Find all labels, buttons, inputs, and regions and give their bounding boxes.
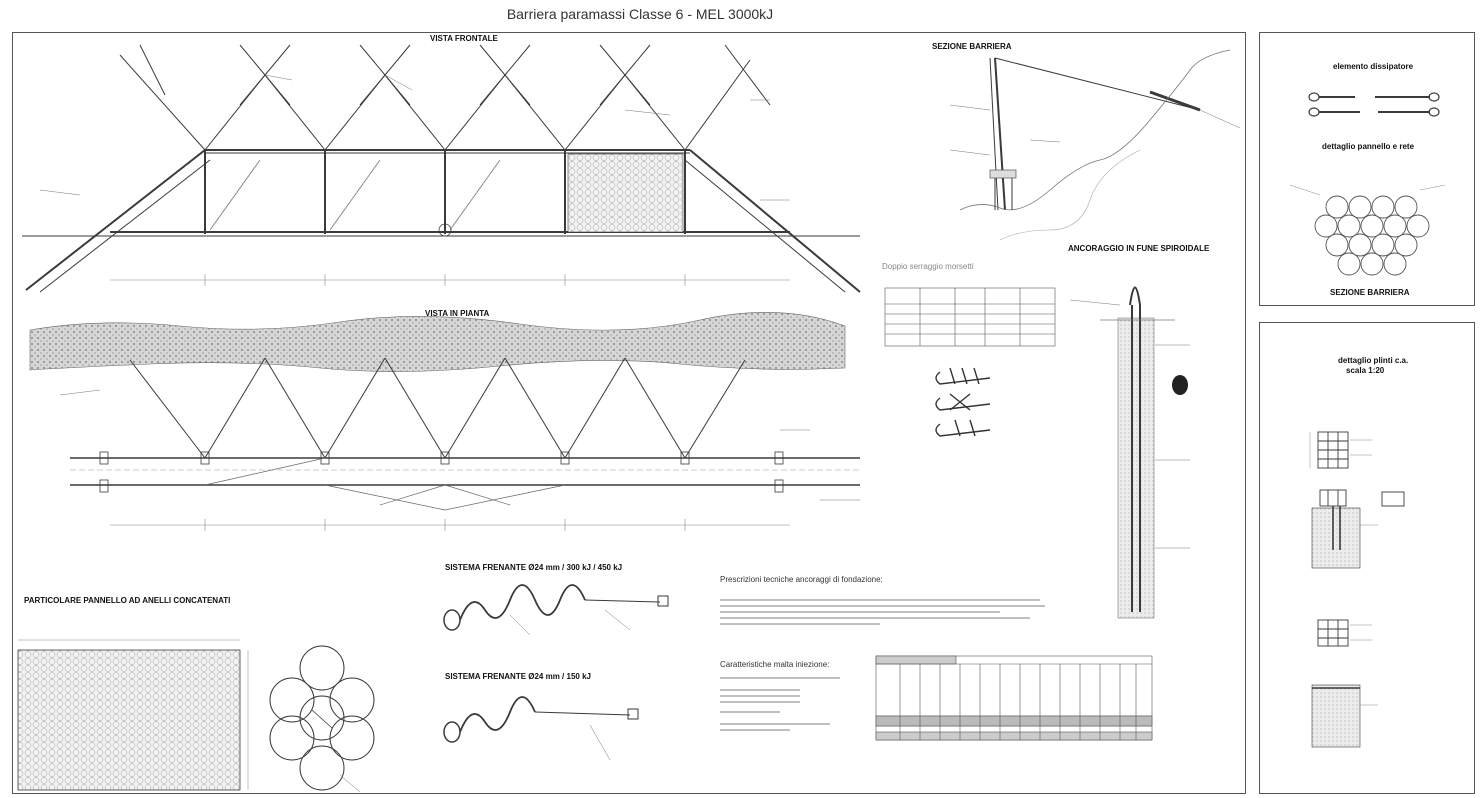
brake-system-150 bbox=[443, 696, 639, 761]
section-view bbox=[949, 49, 1241, 241]
brake-system-300 bbox=[443, 584, 669, 636]
side-panel-bottom-frame bbox=[1259, 322, 1475, 794]
side-section-title: SEZIONE BARRIERA bbox=[1330, 288, 1410, 297]
clamp-table bbox=[884, 287, 1056, 347]
clamps-title: Doppio serraggio morsetti bbox=[882, 262, 974, 271]
front-view-title: VISTA FRONTALE bbox=[430, 34, 498, 43]
plan-view bbox=[29, 312, 860, 531]
mix-table bbox=[875, 655, 1153, 741]
panel-detail-title: PARTICOLARE PANNELLO AD ANELLI CONCATENA… bbox=[24, 596, 231, 605]
notes-lines bbox=[720, 599, 1045, 731]
mesh-notes-title: Caratteristiche malta iniezione: bbox=[720, 660, 830, 669]
panel-net-detail bbox=[1289, 184, 1446, 276]
front-view bbox=[22, 44, 861, 293]
panel-net-title: dettaglio pannello e rete bbox=[1322, 142, 1415, 151]
clamp-icons bbox=[935, 367, 991, 437]
plan-view-title: VISTA IN PIANTA bbox=[425, 309, 490, 318]
dissipator-element bbox=[1308, 92, 1440, 117]
anchor-view bbox=[1069, 286, 1190, 619]
side-panel-top-frame bbox=[1259, 32, 1475, 306]
anchors-notes-title: Prescrizioni tecniche ancoraggi di fonda… bbox=[720, 575, 883, 584]
plinth-details bbox=[1309, 431, 1405, 748]
plinth-scale: scala 1:20 bbox=[1346, 366, 1385, 375]
sheet-title: Barriera paramassi Classe 6 - MEL 3000kJ bbox=[506, 6, 774, 22]
brake-system-300-title: SISTEMA FRENANTE Ø24 mm / 300 kJ / 450 k… bbox=[445, 563, 623, 572]
dissipator-title: elemento dissipatore bbox=[1333, 62, 1414, 71]
anchor-view-title: ANCORAGGIO IN FUNE SPIROIDALE bbox=[1068, 244, 1210, 253]
plinth-title: dettaglio plinti c.a. bbox=[1338, 356, 1409, 365]
chain-panel-detail bbox=[17, 639, 375, 793]
brake-system-150-title: SISTEMA FRENANTE Ø24 mm / 150 kJ bbox=[445, 672, 591, 681]
section-view-title: SEZIONE BARRIERA bbox=[932, 42, 1012, 51]
